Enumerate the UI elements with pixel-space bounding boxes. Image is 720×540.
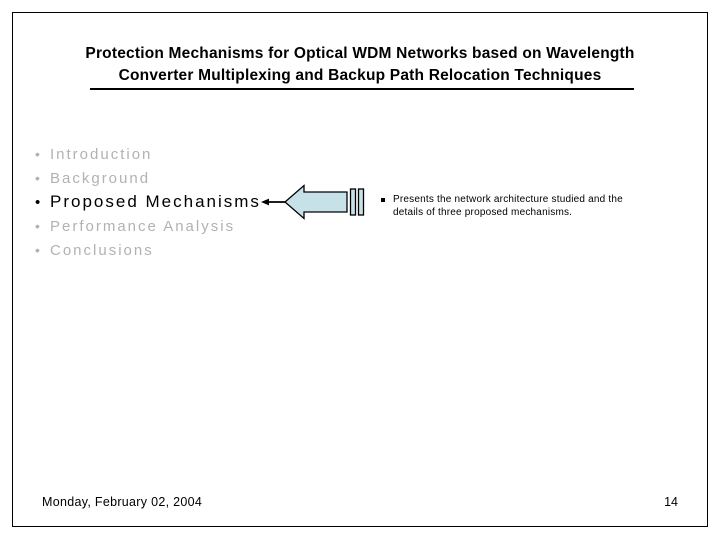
bullet-icon: • bbox=[35, 170, 40, 186]
outline-item-label: Conclusions bbox=[50, 241, 154, 259]
bullet-icon: • bbox=[35, 193, 41, 211]
outline-item-proposed-mechanisms: • Proposed Mechanisms bbox=[35, 190, 261, 214]
outline-item-conclusions: • Conclusions bbox=[35, 238, 261, 262]
title-underline bbox=[90, 88, 634, 90]
callout-note: Presents the network architecture studie… bbox=[381, 193, 661, 219]
striped-left-arrow-icon bbox=[256, 180, 368, 224]
slide-border bbox=[12, 12, 708, 527]
outline-item-label: Introduction bbox=[50, 145, 153, 163]
callout-line2: details of three proposed mechanisms. bbox=[393, 207, 573, 218]
bullet-icon: • bbox=[35, 242, 40, 258]
callout-text: Presents the network architecture studie… bbox=[393, 193, 623, 219]
outline-item-label: Background bbox=[50, 169, 151, 187]
square-bullet-icon bbox=[381, 198, 385, 202]
slide-title-line1: Protection Mechanisms for Optical WDM Ne… bbox=[85, 45, 635, 62]
outline-item-background: • Background bbox=[35, 166, 261, 190]
outline-list: • Introduction • Background • Proposed M… bbox=[35, 142, 261, 262]
outline-item-label: Performance Analysis bbox=[50, 217, 236, 235]
page-number: 14 bbox=[664, 495, 678, 509]
slide-title-line2: Converter Multiplexing and Backup Path R… bbox=[118, 67, 602, 84]
bullet-icon: • bbox=[35, 146, 40, 162]
slide-title: Protection Mechanisms for Optical WDM Ne… bbox=[0, 43, 720, 87]
callout-line1: Presents the network architecture studie… bbox=[393, 194, 623, 205]
outline-item-performance-analysis: • Performance Analysis bbox=[35, 214, 261, 238]
outline-item-label: Proposed Mechanisms bbox=[50, 192, 261, 211]
outline-item-introduction: • Introduction bbox=[35, 142, 261, 166]
bullet-icon: • bbox=[35, 218, 40, 234]
footer-date: Monday, February 02, 2004 bbox=[42, 495, 203, 509]
